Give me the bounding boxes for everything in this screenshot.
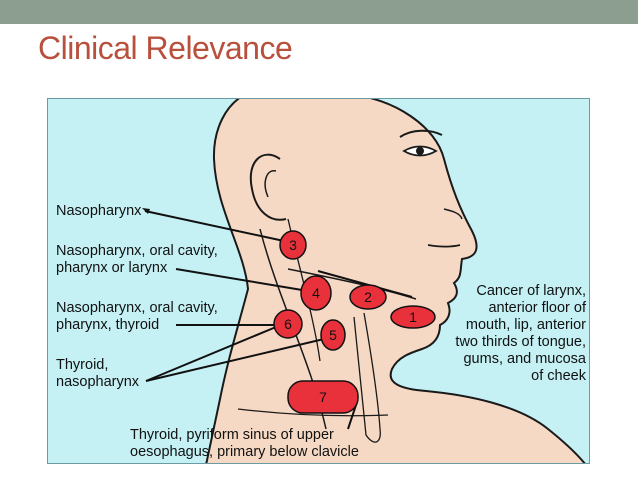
diagram-canvas: 3 4 2 1 6 5 7 bbox=[142, 99, 586, 463]
node-6-label: 6 bbox=[284, 316, 292, 332]
node-2-label: 2 bbox=[364, 289, 372, 305]
leader-thyroid-pyriform bbox=[347, 404, 357, 430]
leader-thyroid-naso-a bbox=[145, 326, 277, 382]
node-1-label: 1 bbox=[409, 309, 417, 325]
leader-node-2 bbox=[317, 270, 413, 298]
node-3-label: 3 bbox=[289, 237, 297, 253]
node-5-label: 5 bbox=[329, 327, 337, 343]
pupil bbox=[416, 147, 424, 155]
label-nasopharynx: Nasopharynx bbox=[56, 203, 142, 219]
leader-lines bbox=[144, 210, 431, 430]
arrowhead bbox=[142, 208, 150, 214]
label-thyroid-pyriform: Thyroid, pyriform sinus of upper oesopha… bbox=[130, 427, 359, 460]
label-oral-thyroid: Nasopharynx, oral cavity, pharynx, thyro… bbox=[56, 300, 218, 333]
ear bbox=[249, 153, 287, 221]
leader-nasopharynx bbox=[144, 210, 285, 242]
node-4-label: 4 bbox=[312, 285, 320, 301]
node-3: 3 bbox=[279, 230, 307, 260]
ear-inner bbox=[264, 170, 277, 198]
mouth bbox=[427, 244, 461, 248]
nostril bbox=[443, 208, 463, 220]
lymph-node-diagram: 3 4 2 1 6 5 7 Nasopharynx Nasopharynx, o… bbox=[47, 98, 590, 464]
node-7-label: 7 bbox=[319, 389, 327, 405]
label-thyroid-nasopharynx: Thyroid, nasopharynx bbox=[56, 357, 140, 390]
slide-title: Clinical Relevance bbox=[38, 30, 293, 66]
node-5: 5 bbox=[320, 319, 346, 351]
node-6: 6 bbox=[273, 309, 303, 339]
node-1: 1 bbox=[390, 305, 436, 329]
label-oral-larynx: Nasopharynx, oral cavity, pharynx or lar… bbox=[56, 243, 218, 276]
node-4: 4 bbox=[300, 275, 332, 311]
clavicle-line bbox=[237, 408, 389, 417]
node-2: 2 bbox=[349, 284, 387, 310]
leader-oral-larynx bbox=[175, 268, 303, 291]
node-7: 7 bbox=[287, 380, 359, 414]
leader-thyroid-naso-b bbox=[145, 338, 325, 382]
top-bar bbox=[0, 0, 638, 24]
eyebrow bbox=[399, 129, 443, 138]
trachea-line bbox=[353, 312, 381, 443]
label-cancer-larynx: Cancer of larynx, anterior floor of mout… bbox=[455, 283, 586, 384]
head-silhouette bbox=[205, 99, 586, 463]
